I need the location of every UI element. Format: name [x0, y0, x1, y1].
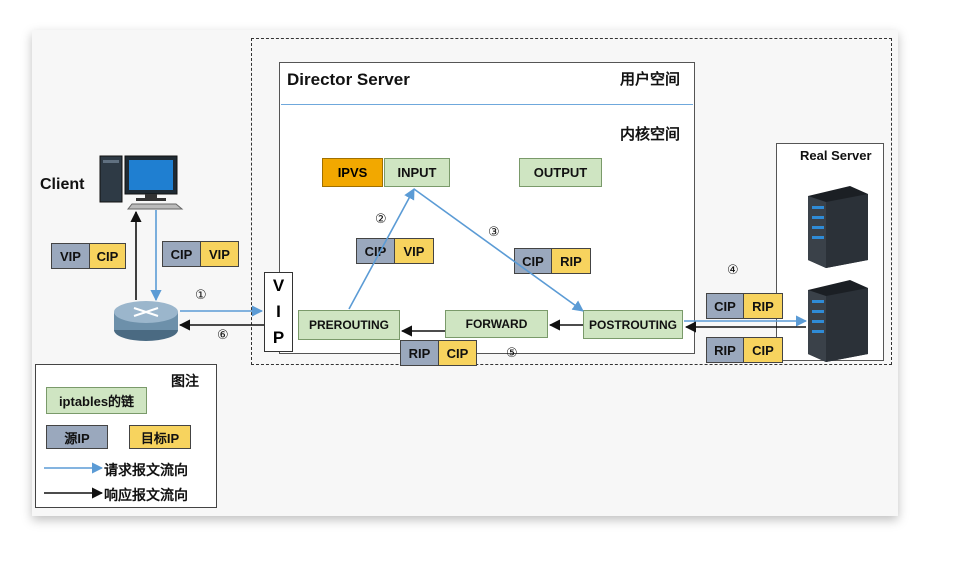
legend-source-ip-swatch: 源IP [46, 425, 108, 449]
step-4-marker: ④ [727, 262, 739, 277]
target-ip: VIP [395, 238, 434, 264]
step5-pair: RIP CIP [400, 340, 477, 366]
source-ip: CIP [514, 248, 552, 274]
source-ip: RIP [400, 340, 439, 366]
space-divider [281, 104, 693, 105]
chain-ipvs: IPVS [322, 158, 383, 187]
step4-request-pair: CIP RIP [706, 293, 783, 319]
director-dashed-boundary [251, 38, 892, 365]
target-ip: RIP [552, 248, 591, 274]
client-request-pair: CIP VIP [162, 241, 239, 267]
chain-postrouting: POSTROUTING [583, 310, 683, 339]
source-ip: RIP [706, 337, 744, 363]
source-ip: CIP [162, 241, 201, 267]
legend-chain-swatch: iptables的链 [46, 387, 147, 414]
step-3-marker: ③ [488, 224, 500, 239]
step-2-marker: ② [375, 211, 387, 226]
vip-letter-v: V [272, 276, 285, 295]
step-5-marker: ⑤ [506, 345, 518, 360]
source-ip: CIP [706, 293, 744, 319]
target-ip: CIP [90, 243, 126, 269]
vip-interface-box: V I P [264, 272, 293, 352]
client-label: Client [40, 176, 85, 193]
chain-output: OUTPUT [519, 158, 602, 187]
target-ip: RIP [744, 293, 783, 319]
chain-input: INPUT [384, 158, 450, 187]
legend-request-flow-label: 请求报文流向 [104, 462, 188, 478]
real-server-title: Real Server [800, 148, 872, 163]
chain-prerouting: PREROUTING [298, 310, 400, 340]
step2-pair: CIP VIP [356, 238, 434, 264]
source-ip: CIP [356, 238, 395, 264]
real-server-box [776, 143, 884, 361]
kernel-space-label: 内核空间 [620, 126, 681, 143]
source-ip: VIP [51, 243, 90, 269]
legend-response-flow-label: 响应报文流向 [104, 487, 188, 503]
vip-letter-p: P [272, 328, 285, 347]
user-space-label: 用户空间 [620, 71, 681, 88]
director-server-title: Director Server [287, 70, 410, 89]
target-ip: CIP [744, 337, 783, 363]
vip-letter-i: I [276, 302, 281, 321]
target-ip: CIP [439, 340, 477, 366]
legend-title: 图注 [171, 373, 199, 389]
step3-pair: CIP RIP [514, 248, 591, 274]
target-ip: VIP [201, 241, 239, 267]
step-6-marker: ⑥ [217, 327, 229, 342]
chain-forward: FORWARD [445, 310, 548, 338]
client-response-pair: VIP CIP [51, 243, 126, 269]
step4-response-pair: RIP CIP [706, 337, 783, 363]
legend-target-ip-swatch: 目标IP [129, 425, 191, 449]
step-1-marker: ① [195, 287, 207, 302]
